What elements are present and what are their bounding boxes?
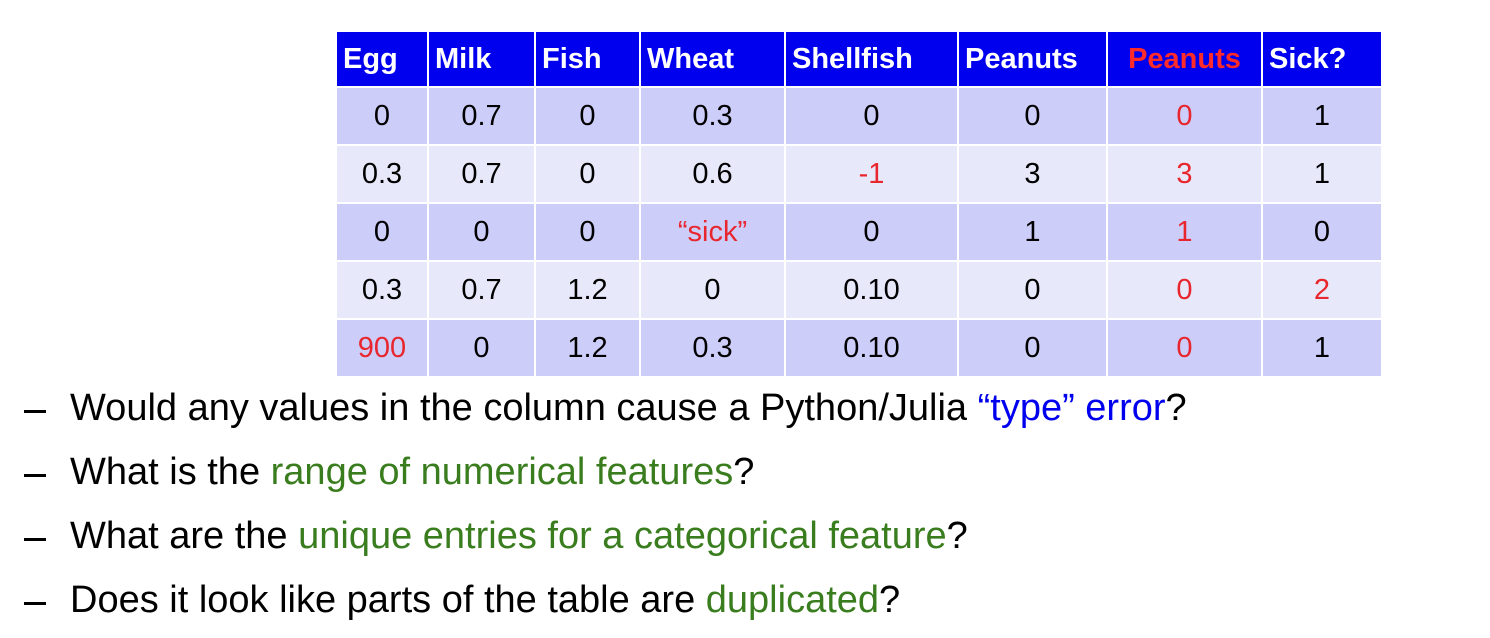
table-cell: 0.3 bbox=[335, 144, 429, 204]
table-cell: 0.7 bbox=[427, 260, 536, 320]
table-cell: 0 bbox=[1261, 202, 1383, 262]
table-cell: 0 bbox=[427, 318, 536, 378]
table-cell: 0 bbox=[784, 202, 959, 262]
table-cell-highlighted: 2 bbox=[1261, 260, 1383, 320]
table-cell: 3 bbox=[957, 144, 1108, 204]
table-cell: 0.3 bbox=[639, 86, 786, 146]
table-cell-highlighted: 0 bbox=[1106, 86, 1263, 146]
table-cell-highlighted: -1 bbox=[784, 144, 959, 204]
table-cell: 0.10 bbox=[784, 260, 959, 320]
header-sick: Sick? bbox=[1261, 30, 1383, 88]
dash-bullet-icon bbox=[24, 474, 46, 477]
table-cell: 0 bbox=[957, 86, 1108, 146]
table-cell: 1.2 bbox=[534, 260, 641, 320]
table-cell: 1 bbox=[1261, 86, 1383, 146]
table-cell-highlighted: 900 bbox=[335, 318, 429, 378]
table-cell-highlighted: 0 bbox=[1106, 260, 1263, 320]
table-cell: 0 bbox=[957, 318, 1108, 378]
dash-bullet-icon bbox=[24, 538, 46, 541]
allergy-data-table: Egg Milk Fish Wheat Shellfish Peanuts Pe… bbox=[335, 30, 1383, 378]
dash-bullet-icon bbox=[24, 602, 46, 605]
table-cell: 0.7 bbox=[427, 144, 536, 204]
table-cell-highlighted: 1 bbox=[1106, 202, 1263, 262]
table-cell: 0.3 bbox=[335, 260, 429, 320]
header-row: Egg Milk Fish Wheat Shellfish Peanuts Pe… bbox=[335, 30, 1383, 88]
table-row: 0 0.7 0 0.3 0 0 0 1 bbox=[335, 86, 1383, 146]
header-milk: Milk bbox=[427, 30, 536, 88]
table-cell: 1.2 bbox=[534, 318, 641, 378]
header-fish: Fish bbox=[534, 30, 641, 88]
table-row: 900 0 1.2 0.3 0.10 0 0 1 bbox=[335, 318, 1383, 378]
header-peanuts: Peanuts bbox=[957, 30, 1108, 88]
table-cell: 0 bbox=[335, 86, 429, 146]
header-shellfish: Shellfish bbox=[784, 30, 959, 88]
table-cell-highlighted: “sick” bbox=[639, 202, 786, 262]
table-cell: 1 bbox=[1261, 144, 1383, 204]
table-cell: 0.10 bbox=[784, 318, 959, 378]
table-row: 0 0 0 “sick” 0 1 1 0 bbox=[335, 202, 1383, 262]
list-item: Does it look like parts of the table are… bbox=[24, 568, 1187, 632]
header-peanuts-duplicate: Peanuts bbox=[1106, 30, 1263, 88]
list-item: Would any values in the column cause a P… bbox=[24, 376, 1187, 440]
table-cell: 0 bbox=[534, 144, 641, 204]
table-cell: 0 bbox=[639, 260, 786, 320]
list-item: What is the range of numerical features? bbox=[24, 440, 1187, 504]
table-cell-highlighted: 3 bbox=[1106, 144, 1263, 204]
table-cell: 0.7 bbox=[427, 86, 536, 146]
list-item: What are the unique entries for a catego… bbox=[24, 504, 1187, 568]
table-cell: 0.6 bbox=[639, 144, 786, 204]
highlight-text: range of numerical features bbox=[270, 451, 734, 493]
dash-bullet-icon bbox=[24, 410, 46, 413]
table-cell: 0 bbox=[335, 202, 429, 262]
table-cell: 0 bbox=[957, 260, 1108, 320]
header-wheat: Wheat bbox=[639, 30, 786, 88]
table-cell: 1 bbox=[957, 202, 1108, 262]
table-row: 0.3 0.7 0 0.6 -1 3 3 1 bbox=[335, 144, 1383, 204]
table-cell: 0.3 bbox=[639, 318, 786, 378]
table-cell: 0 bbox=[534, 86, 641, 146]
table-cell: 0 bbox=[534, 202, 641, 262]
table-cell: 0 bbox=[427, 202, 536, 262]
table-row: 0.3 0.7 1.2 0 0.10 0 0 2 bbox=[335, 260, 1383, 320]
header-egg: Egg bbox=[335, 30, 429, 88]
table-cell: 1 bbox=[1261, 318, 1383, 378]
highlight-text: duplicated bbox=[705, 579, 880, 621]
question-list: Would any values in the column cause a P… bbox=[24, 376, 1187, 632]
highlight-text: unique entries for a categorical feature bbox=[298, 515, 947, 557]
highlight-text: “type” error bbox=[977, 387, 1166, 429]
table-cell: 0 bbox=[784, 86, 959, 146]
table-cell-highlighted: 0 bbox=[1106, 318, 1263, 378]
